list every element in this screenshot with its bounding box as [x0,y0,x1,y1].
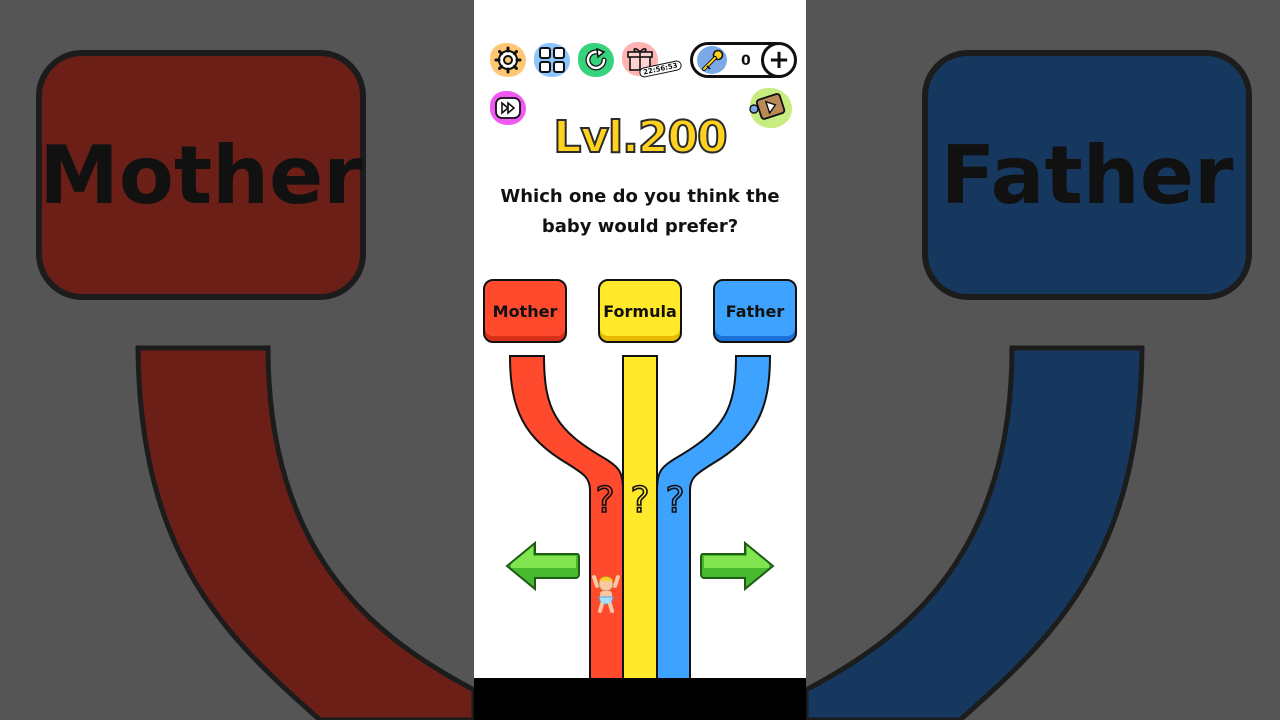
key-icon [702,49,724,71]
restart-icon [585,47,607,71]
navigation-bar [474,678,806,720]
arrow-left-icon [505,540,580,592]
video-hint-icon [749,93,786,120]
yellow-path [622,355,658,678]
red-path-question-mark: ? [595,480,614,521]
choice-formula-button[interactable]: Formula [598,279,682,343]
game-screen: 22:56:53 0 + Lvl.200 [474,0,806,678]
skip-icon [495,97,521,119]
levels-button[interactable] [534,43,570,77]
settings-button[interactable] [490,43,526,77]
red-path [508,355,624,678]
grid-icon [539,47,565,73]
add-keys-button[interactable]: + [761,42,797,78]
choice-mother-button[interactable]: Mother [483,279,567,343]
move-right-button[interactable] [699,540,775,592]
baby-character[interactable] [592,575,620,613]
restart-button[interactable] [578,43,614,77]
blue-path-question-mark: ? [665,480,684,521]
background-father-card: Father [922,50,1252,300]
question-text: Which one do you think the baby would pr… [500,186,780,237]
move-left-button[interactable] [505,540,581,592]
video-hint-button[interactable] [744,84,794,132]
choice-father-button[interactable]: Father [713,279,797,343]
key-counter: 0 + [690,42,797,78]
path-tracks: ? ? ? [508,355,772,678]
key-count: 0 [741,53,751,69]
gear-icon [494,46,522,74]
blue-path [656,355,772,678]
yellow-path-question-mark: ? [630,480,649,521]
arrow-right-icon [700,540,775,592]
level-title: Lvl.200 [552,111,728,164]
background-mother-card: Mother [36,50,366,300]
skip-level-button[interactable] [490,91,526,125]
